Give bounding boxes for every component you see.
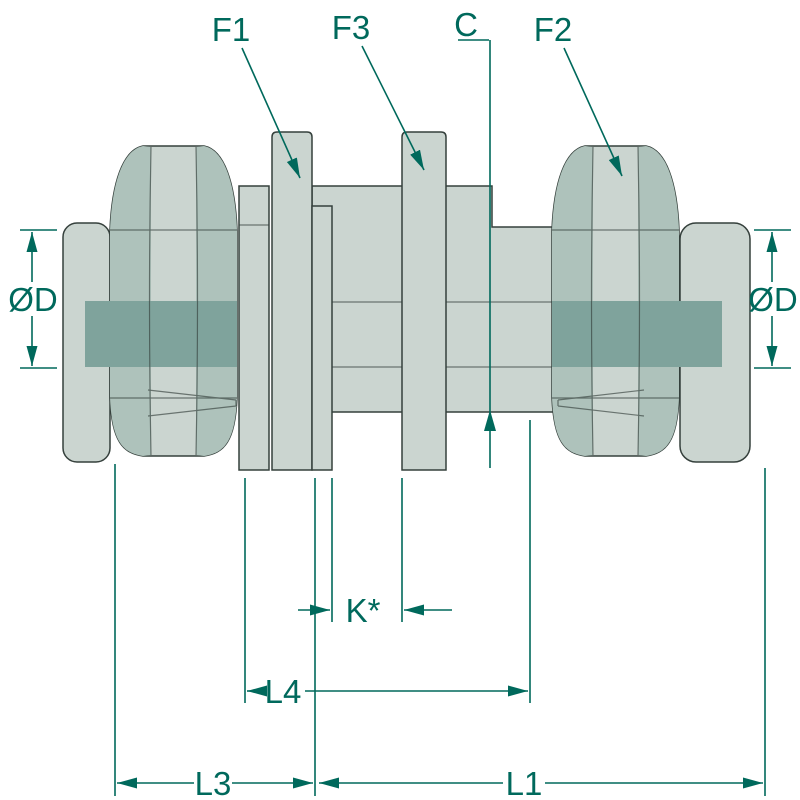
dimension-labels: F1 F3 C F2 ØD ØD K* L4 L3 L1 xyxy=(8,6,798,800)
dimension-od-right xyxy=(754,229,791,369)
tube-shading-right xyxy=(552,301,722,367)
label-k: K* xyxy=(346,592,381,629)
neck-lip xyxy=(238,185,270,471)
dimension-l1 xyxy=(319,468,766,796)
label-f1: F1 xyxy=(212,11,251,48)
fitting-drawing xyxy=(62,131,751,471)
dimension-c xyxy=(458,39,496,468)
leader-f1 xyxy=(241,47,301,179)
dimension-od-left xyxy=(20,229,57,369)
locknut-collar xyxy=(311,205,333,471)
label-f3: F3 xyxy=(332,9,371,46)
body-shoulder-tab xyxy=(401,131,447,471)
label-l3: L3 xyxy=(195,765,232,800)
leader-f3 xyxy=(361,45,425,171)
fitting-detail-lines xyxy=(110,146,679,456)
leader-f2 xyxy=(563,47,623,177)
label-l1: L1 xyxy=(506,765,543,800)
tube-shading-left xyxy=(85,301,237,367)
dimension-l3 xyxy=(114,464,316,796)
label-diameter-right: ØD xyxy=(748,281,798,318)
label-diameter-left: ØD xyxy=(8,281,58,318)
dimension-lines xyxy=(20,39,791,796)
dimension-l4 xyxy=(244,420,531,703)
dimension-k xyxy=(298,478,452,622)
label-l4: L4 xyxy=(265,673,302,710)
label-c: C xyxy=(454,6,478,43)
label-f2: F2 xyxy=(534,11,573,48)
c-arrowhead xyxy=(484,410,496,431)
locknut-flange xyxy=(271,131,313,471)
